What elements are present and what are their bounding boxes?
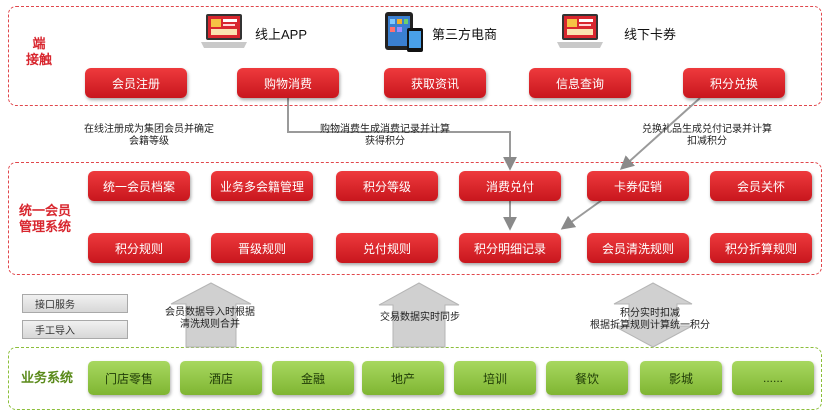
business-system-label: 业务系统	[20, 370, 73, 385]
shopping-button[interactable]: 购物消费	[237, 68, 339, 98]
member-profile-button[interactable]: 统一会员档案	[88, 171, 190, 201]
touchpoint-label: 端 接触	[25, 36, 52, 67]
biz-hotel-button[interactable]: 酒店	[180, 361, 262, 395]
import-caption: 会员数据导入时根据 清洗规则合并	[165, 307, 255, 330]
shopping-caption: 购物消费生成消费记录并计算 获得积分	[320, 124, 450, 147]
touchpoint-panel	[8, 6, 822, 106]
member-clean-rule-button[interactable]: 会员清洗规则	[587, 233, 689, 263]
member-system-label: 统一会员 管理系统	[18, 203, 71, 234]
biz-catering-button[interactable]: 餐饮	[546, 361, 628, 395]
member-system-panel	[8, 162, 822, 275]
redeem-rule-button[interactable]: 兑付规则	[336, 233, 438, 263]
biz-realestate-button[interactable]: 地产	[362, 361, 444, 395]
interface-service-button[interactable]: 接口服务	[22, 294, 128, 313]
points-level-button[interactable]: 积分等级	[336, 171, 438, 201]
biz-training-button[interactable]: 培训	[454, 361, 536, 395]
register-caption: 在线注册成为集团会员并确定 会籍等级	[84, 124, 214, 147]
biz-cinema-button[interactable]: 影城	[640, 361, 722, 395]
points-detail-button[interactable]: 积分明细记录	[459, 233, 561, 263]
laptop-icon	[556, 12, 604, 59]
laptop-icon	[200, 12, 248, 59]
deduct-caption: 积分实时扣减 根据折算规则计算统一积分	[590, 308, 710, 331]
upgrade-rule-button[interactable]: 晋级规则	[211, 233, 313, 263]
points-exchange-button[interactable]: 积分兑换	[683, 68, 785, 98]
sync-caption: 交易数据实时同步	[380, 312, 460, 323]
info-query-button[interactable]: 信息查询	[529, 68, 631, 98]
points-convert-rule-button[interactable]: 积分折算规则	[710, 233, 812, 263]
multi-membership-button[interactable]: 业务多会籍管理	[211, 171, 313, 201]
register-button[interactable]: 会员注册	[85, 68, 187, 98]
manual-import-button[interactable]: 手工导入	[22, 320, 128, 339]
consume-redeem-button[interactable]: 消费兑付	[459, 171, 561, 201]
tablet-phone-icon	[383, 10, 425, 59]
biz-retail-button[interactable]: 门店零售	[88, 361, 170, 395]
channel-online-app: 线上APP	[255, 27, 308, 42]
channel-third-party-ecommerce: 第三方电商	[432, 27, 498, 42]
biz-finance-button[interactable]: 金融	[272, 361, 354, 395]
points-rule-button[interactable]: 积分规则	[88, 233, 190, 263]
member-care-button[interactable]: 会员关怀	[710, 171, 812, 201]
biz-more-button[interactable]: ......	[732, 361, 814, 395]
exchange-caption: 兑换礼品生成兑付记录并计算 扣减积分	[642, 124, 772, 147]
channel-offline-coupon: 线下卡券	[624, 27, 677, 42]
coupon-promo-button[interactable]: 卡券促销	[587, 171, 689, 201]
get-info-button[interactable]: 获取资讯	[384, 68, 486, 98]
